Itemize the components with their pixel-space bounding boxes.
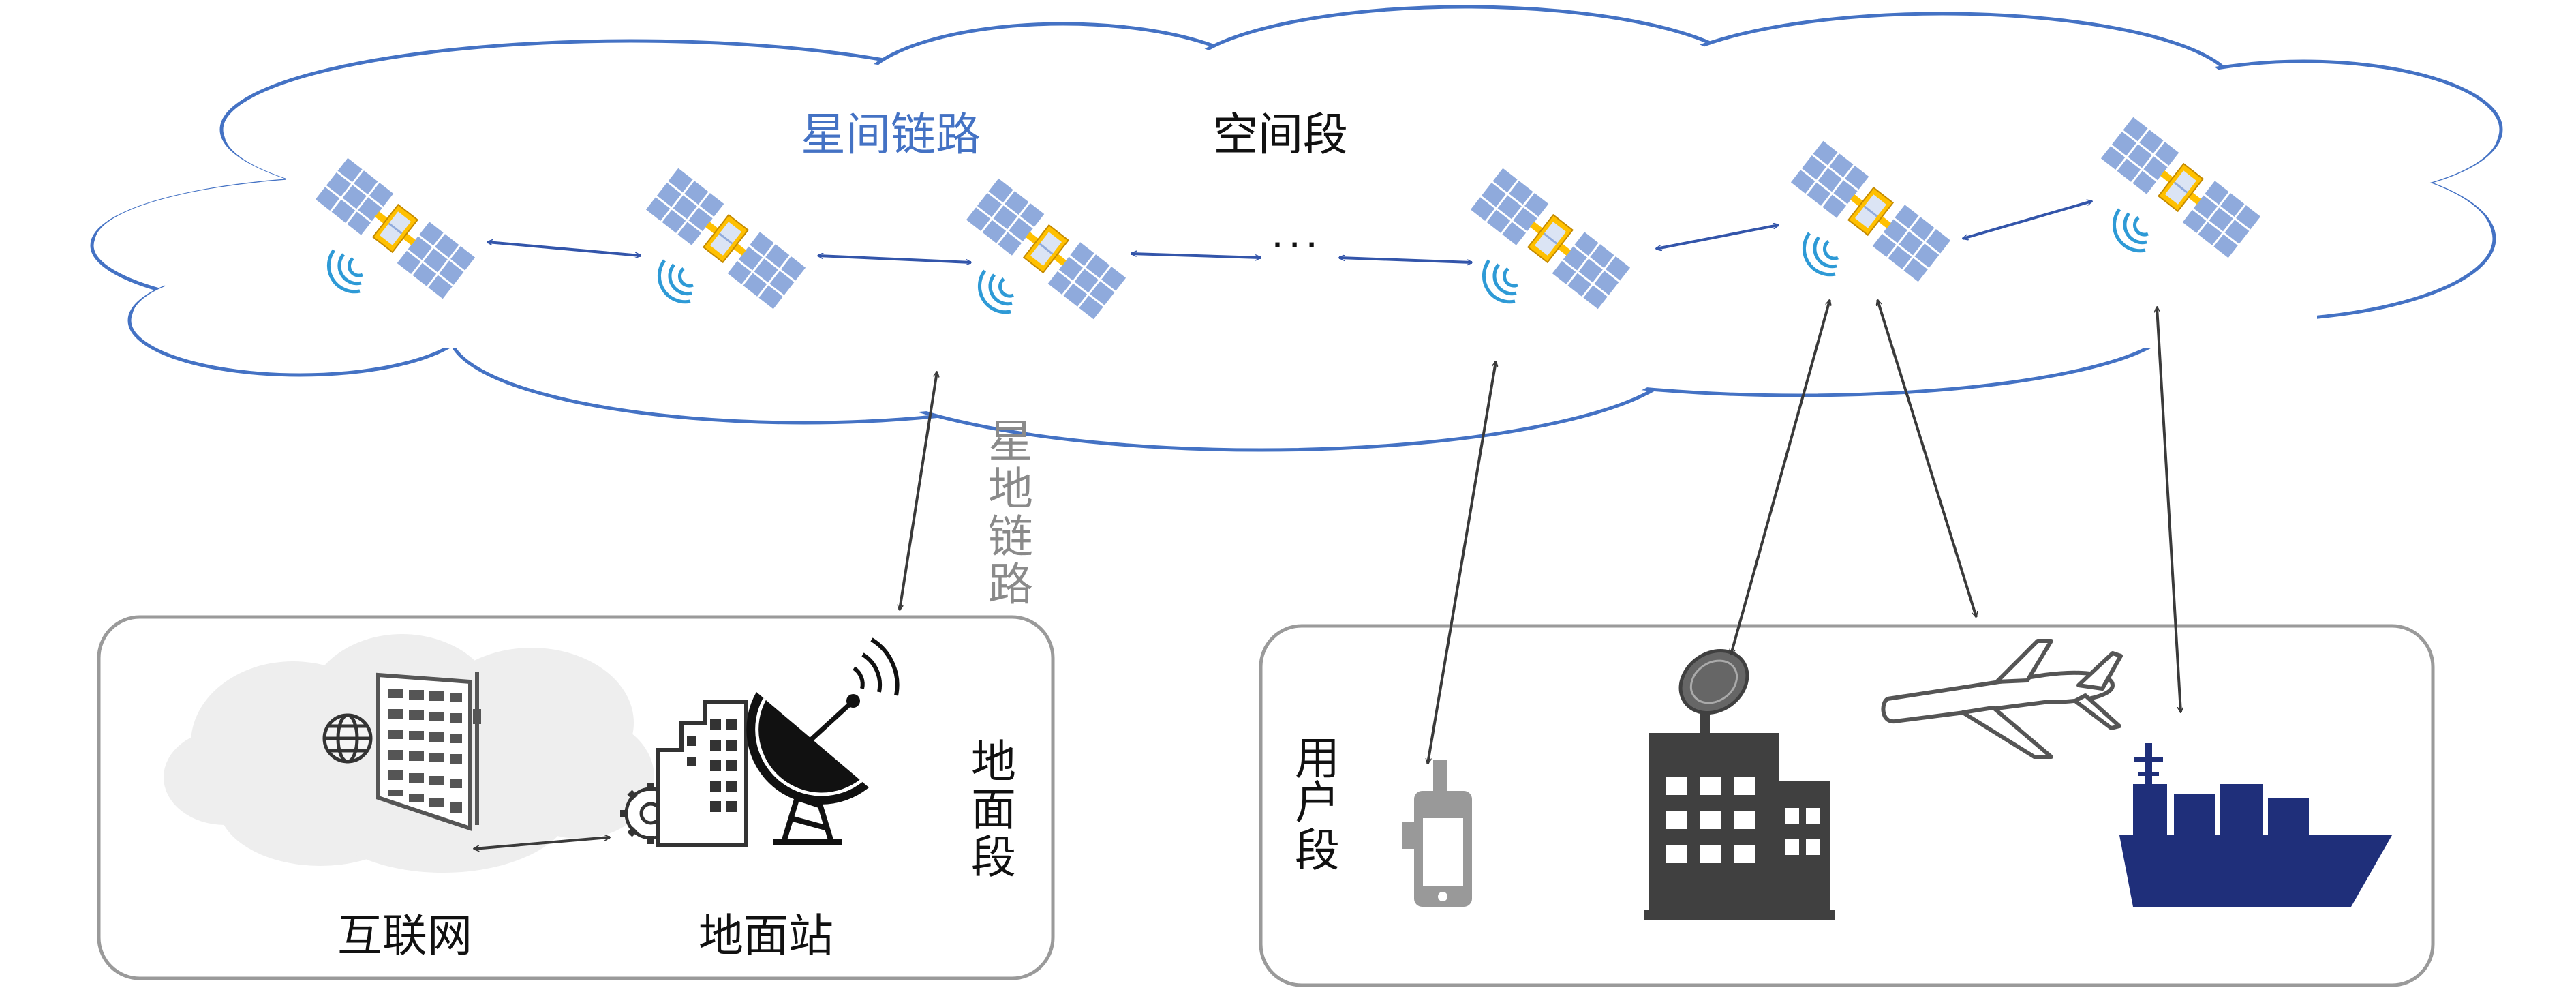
svg-text:地: 地 bbox=[988, 463, 1033, 515]
mobile-phone-icon bbox=[1402, 760, 1472, 907]
building-icon bbox=[656, 700, 748, 847]
globe-icon bbox=[322, 713, 373, 764]
ground-station-label: 地面站 bbox=[699, 910, 833, 962]
svg-text:路: 路 bbox=[988, 558, 1033, 611]
satellite-ground-links bbox=[900, 300, 2181, 764]
building-with-dish-icon bbox=[1644, 648, 1835, 920]
airplane-icon bbox=[1881, 639, 2123, 759]
space-segment-cloud-fill bbox=[95, 13, 2498, 444]
user-segment-label: 用 户 段 bbox=[1295, 732, 1340, 877]
space-segment-label: 空间段 bbox=[1213, 108, 1348, 161]
svg-text:段: 段 bbox=[1295, 824, 1340, 877]
svg-text:星: 星 bbox=[988, 415, 1033, 468]
svg-text:用: 用 bbox=[1295, 732, 1340, 785]
inter-satellite-link-label: 星间链路 bbox=[801, 108, 981, 161]
svg-text:面: 面 bbox=[971, 783, 1016, 836]
internet-label: 互联网 bbox=[337, 910, 472, 962]
inter-satellite-links bbox=[487, 201, 2092, 262]
server-rack-icon bbox=[376, 672, 481, 832]
svg-text:链: 链 bbox=[988, 511, 1033, 563]
svg-text:地: 地 bbox=[971, 736, 1016, 788]
svg-text:段: 段 bbox=[971, 831, 1016, 884]
ellipsis-label: ··· bbox=[1271, 222, 1322, 269]
internet-station-link bbox=[474, 837, 610, 849]
satellite-dish-icon bbox=[746, 637, 900, 845]
satellite-ground-link-label: 星 地 链 路 bbox=[988, 415, 1033, 611]
svg-text:户: 户 bbox=[1295, 777, 1340, 829]
ship-icon bbox=[2119, 743, 2392, 907]
ground-segment-label: 地 面 段 bbox=[971, 736, 1016, 884]
